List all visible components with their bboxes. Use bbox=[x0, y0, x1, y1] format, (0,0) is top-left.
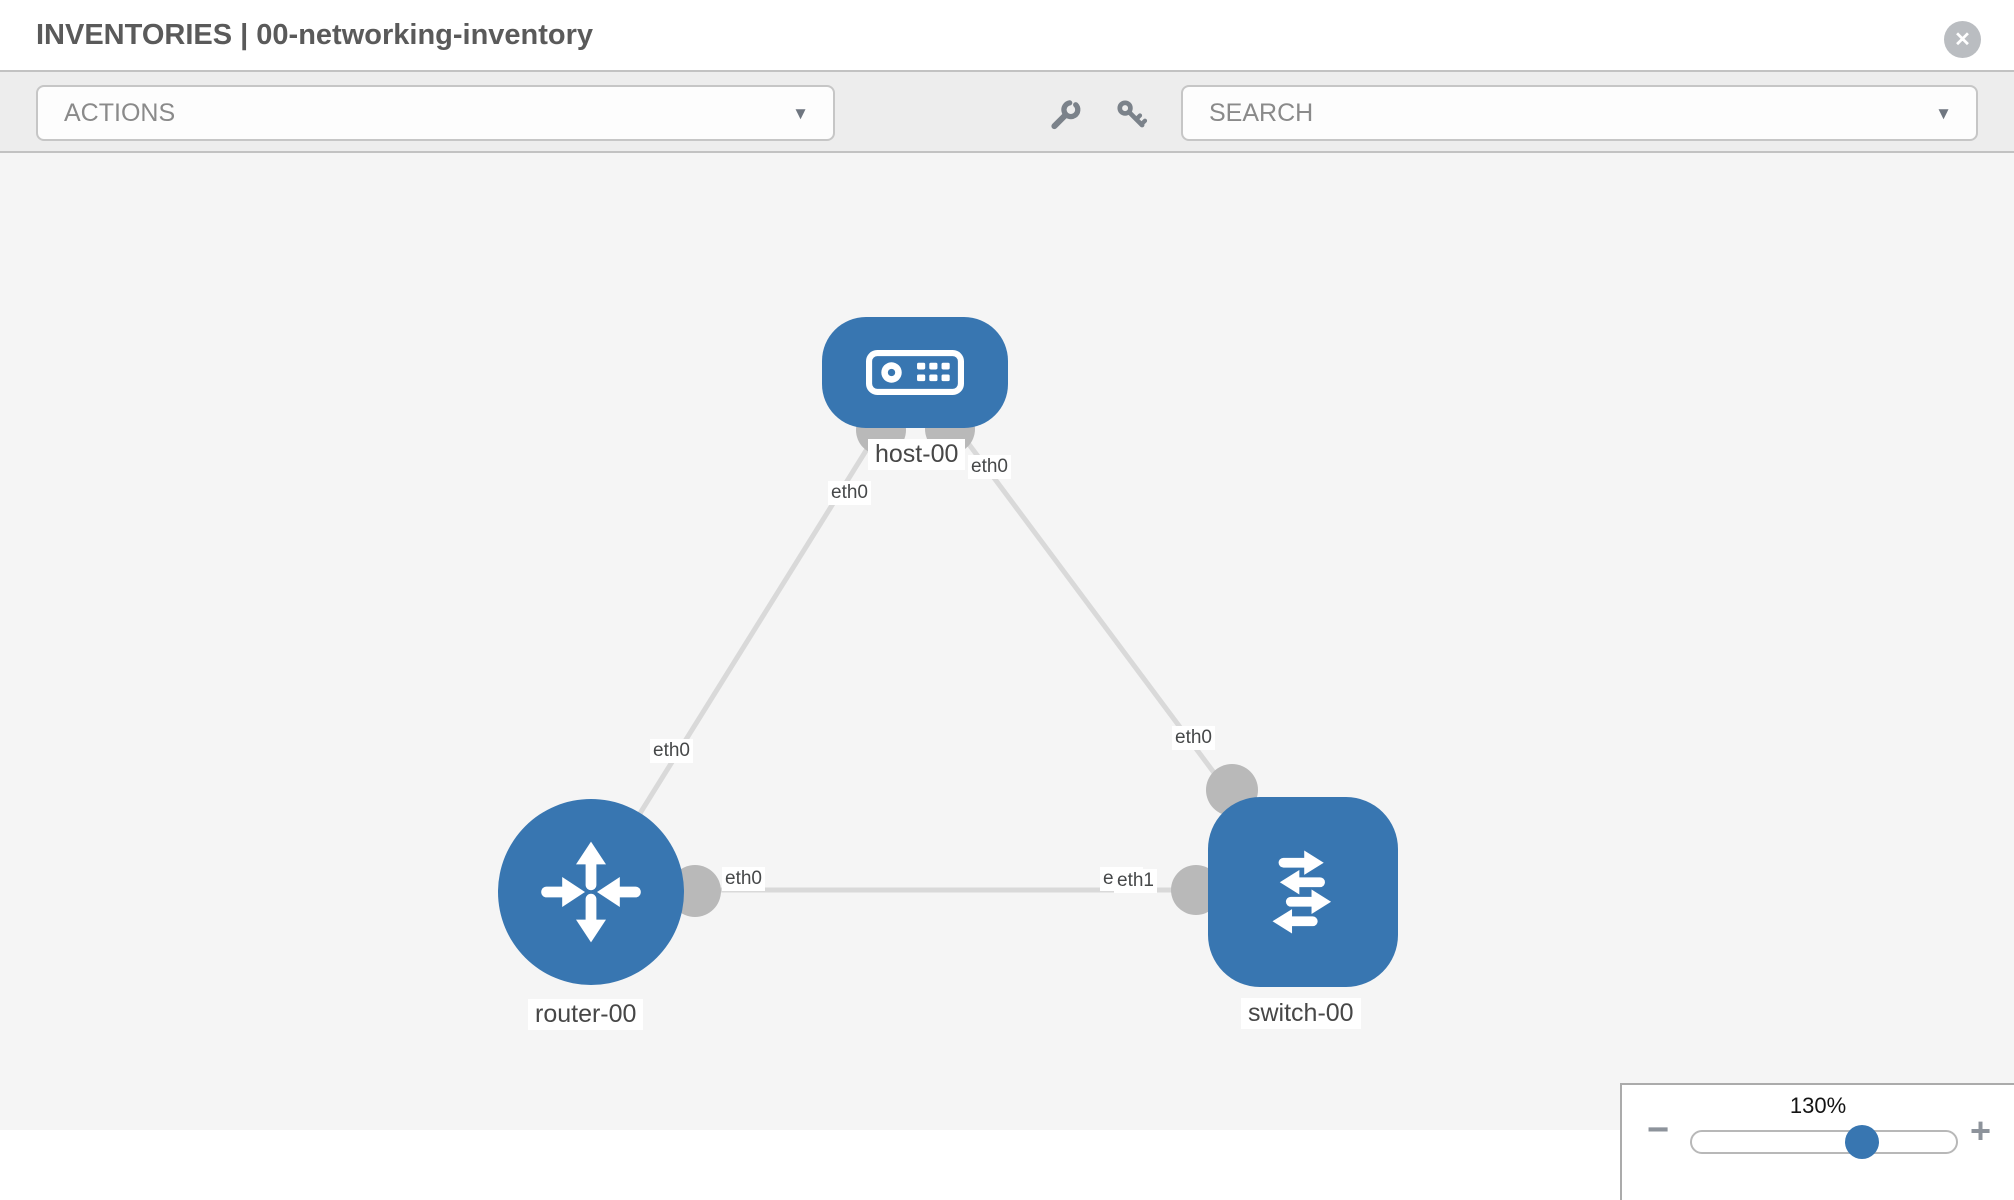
interface-label: eth0 bbox=[722, 867, 765, 891]
links-layer bbox=[588, 370, 1306, 894]
link-router-host bbox=[588, 370, 918, 894]
interface-label-overlap: eth0 eth1 bbox=[1100, 867, 1166, 895]
zoom-slider-track[interactable] bbox=[1690, 1130, 1958, 1154]
zoom-out-button[interactable]: − bbox=[1647, 1109, 1670, 1151]
zoom-in-button[interactable]: + bbox=[1970, 1110, 1992, 1151]
router-icon bbox=[541, 841, 641, 943]
actions-dropdown[interactable]: ACTIONS ▼ bbox=[36, 85, 835, 141]
interface-label: eth0 bbox=[650, 739, 693, 763]
node-host-00[interactable] bbox=[822, 317, 1008, 428]
zoom-slider-thumb[interactable] bbox=[1845, 1125, 1879, 1159]
close-glyph: ✕ bbox=[1954, 29, 1971, 51]
node-router-00[interactable] bbox=[498, 799, 684, 985]
search-placeholder: SEARCH bbox=[1209, 98, 1314, 127]
chevron-down-icon: ▼ bbox=[1935, 104, 1952, 123]
node-label-switch: switch-00 bbox=[1241, 998, 1361, 1029]
toolbar: ACTIONS ▼ SEARCH ▼ bbox=[0, 70, 2014, 153]
interface-label: eth0 bbox=[828, 481, 871, 505]
search-dropdown[interactable]: SEARCH ▼ bbox=[1181, 85, 1978, 141]
topology-canvas[interactable]: host-00 router-00 switch-00 eth0 eth0 et… bbox=[0, 153, 2014, 1130]
interface-label: eth0 bbox=[968, 455, 1011, 479]
actions-dropdown-label: ACTIONS bbox=[64, 98, 176, 127]
interface-label: eth1 bbox=[1114, 869, 1157, 893]
zoom-level: 130% bbox=[1789, 1093, 1847, 1118]
key-icon[interactable] bbox=[1115, 98, 1149, 132]
host-icon bbox=[866, 350, 964, 395]
zoom-panel: 130% − + bbox=[1620, 1083, 2014, 1200]
node-label-host: host-00 bbox=[868, 439, 966, 470]
node-switch-00[interactable] bbox=[1208, 797, 1398, 987]
wrench-icon[interactable] bbox=[1048, 98, 1082, 132]
switch-icon bbox=[1272, 850, 1332, 934]
header: INVENTORIES | 00-networking-inventory ✕ bbox=[0, 0, 2014, 70]
node-label-router: router-00 bbox=[528, 999, 644, 1030]
page-title: INVENTORIES | 00-networking-inventory bbox=[36, 18, 594, 51]
chevron-down-icon: ▼ bbox=[792, 104, 809, 123]
close-icon[interactable]: ✕ bbox=[1944, 21, 1981, 58]
interface-label: eth0 bbox=[1172, 726, 1215, 750]
